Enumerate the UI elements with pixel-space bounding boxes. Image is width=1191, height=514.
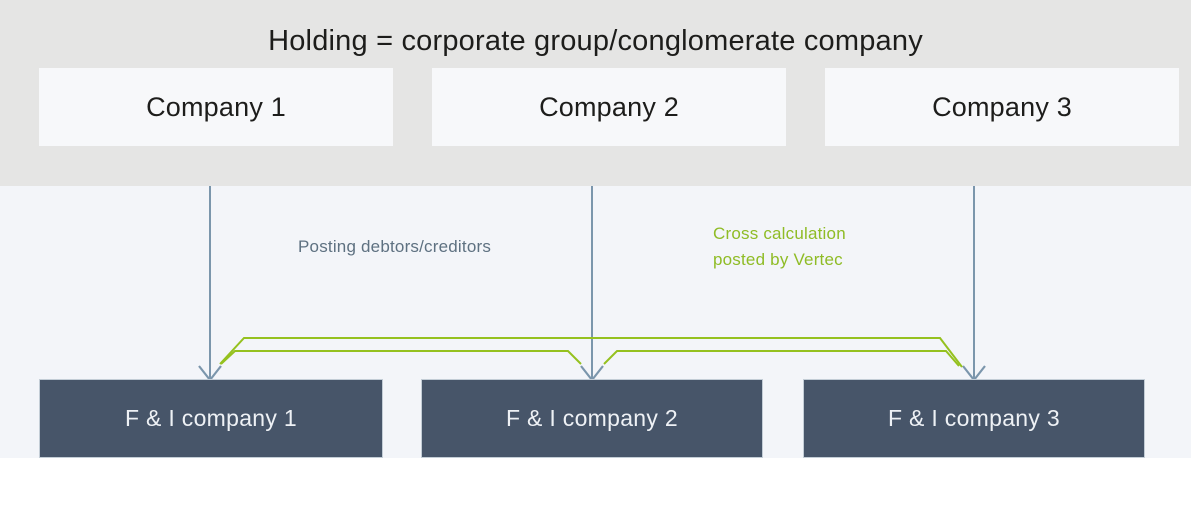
fi-company-3-label: F & I company 3 bbox=[888, 405, 1060, 431]
footer-band bbox=[0, 458, 1191, 514]
fi-company-box-3: F & I company 3 bbox=[803, 379, 1145, 458]
cross-calculation-line2: posted by Vertec bbox=[713, 250, 843, 269]
arrow-company2-to-fi2 bbox=[580, 186, 604, 382]
company-2-label: Company 2 bbox=[539, 91, 679, 122]
company-1-label: Company 1 bbox=[146, 91, 286, 122]
green-bracket-1 bbox=[219, 337, 963, 368]
cross-calculation-line1: Cross calculation bbox=[713, 224, 846, 243]
posting-debtors-creditors-label: Posting debtors/creditors bbox=[298, 237, 492, 256]
company-box-2: Company 2 bbox=[432, 68, 786, 146]
green-bracket-3 bbox=[603, 350, 960, 367]
cross-calculation-label: Cross calculation posted by Vertec bbox=[713, 221, 846, 273]
arrow-company1-to-fi1 bbox=[198, 186, 222, 382]
company-box-3: Company 3 bbox=[825, 68, 1179, 146]
fi-company-box-1: F & I company 1 bbox=[39, 379, 383, 458]
fi-company-1-label: F & I company 1 bbox=[125, 405, 297, 431]
green-bracket-2 bbox=[220, 350, 582, 365]
fi-company-2-label: F & I company 2 bbox=[506, 405, 678, 431]
company-3-label: Company 3 bbox=[932, 91, 1072, 122]
down-arrow-icon bbox=[962, 365, 986, 382]
diagram-title: Holding = corporate group/conglomerate c… bbox=[268, 25, 923, 57]
company-box-1: Company 1 bbox=[39, 68, 393, 146]
down-arrow-icon bbox=[198, 365, 222, 382]
arrow-company3-to-fi3 bbox=[962, 186, 986, 382]
down-arrow-icon bbox=[580, 365, 604, 382]
fi-company-box-2: F & I company 2 bbox=[421, 379, 763, 458]
